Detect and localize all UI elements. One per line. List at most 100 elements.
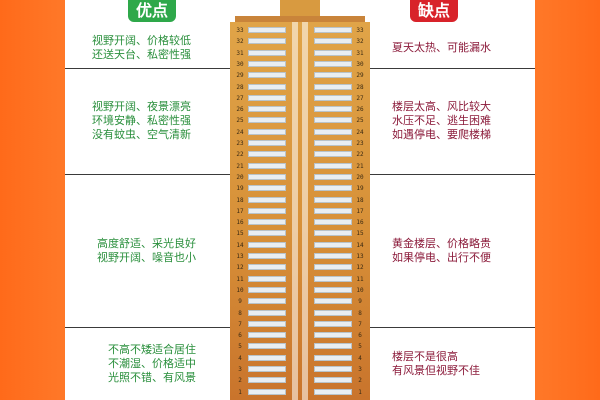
floor-row: 29 29 [230,71,370,80]
window [314,185,352,192]
floor-number: 16 [236,219,244,227]
floor-number: 17 [236,207,244,215]
floor-number: 29 [356,72,364,80]
pros-line: 不高不矮适合居住 [108,343,196,356]
window [314,162,352,169]
window [314,38,352,45]
window [314,241,352,248]
window [248,162,286,169]
floor-number: 16 [356,219,364,227]
window [314,354,352,361]
floor-number: 19 [236,185,244,193]
floor-number: 17 [356,207,364,215]
window [314,320,352,327]
cons-line: 如遇停电、要爬楼梯 [392,128,491,141]
window [248,196,286,203]
pros-section-2: 视野开阔、夜景漂亮 环境安静、私密性强 没有蚊虫、空气清新 [92,100,191,142]
floor-number: 24 [356,128,364,136]
window [314,128,352,135]
window [248,49,286,56]
floor-number: 20 [236,173,244,181]
window [314,332,352,339]
floor-number: 10 [236,286,244,294]
window [248,151,286,158]
window [314,49,352,56]
floor-number: 7 [358,320,362,328]
floor-number: 8 [358,309,362,317]
floor-number: 25 [236,117,244,125]
floor-number: 10 [356,286,364,294]
cons-line: 如果停电、出行不便 [392,251,491,264]
floor-number: 7 [238,320,242,328]
floor-row: 24 24 [230,128,370,137]
floor-number: 2 [358,377,362,385]
floor-number: 15 [356,230,364,238]
cons-line: 黄金楼层、价格略贵 [392,237,491,250]
window [248,219,286,226]
floor-number: 22 [236,151,244,159]
floor-number: 3 [358,366,362,373]
floor-number: 25 [356,117,364,125]
cons-section-3: 黄金楼层、价格略贵 如果停电、出行不便 [392,237,491,265]
floor-row: 30 30 [230,60,370,69]
floor-number: 30 [356,60,364,68]
floor-number: 19 [356,185,364,193]
window [248,298,286,305]
floor-number: 8 [238,309,242,317]
building-crown [280,0,320,18]
building-stripe [302,22,308,400]
floor-number: 18 [236,196,244,204]
window [248,117,286,124]
window [248,128,286,135]
floor-number: 6 [358,332,362,340]
floor-number: 14 [356,241,364,249]
window [248,185,286,192]
pros-header: 优点 [128,0,177,22]
window [314,117,352,124]
pros-line: 不潮湿、价格适中 [108,357,196,370]
window [314,309,352,316]
floor-number: 30 [236,60,244,68]
cons-line: 夏天太热、可能漏水 [392,41,491,54]
window [314,151,352,158]
building-roof [235,16,365,22]
pros-section-4: 不高不矮适合居住 不潮湿、价格适中 光照不错、有风景 [108,343,196,385]
window [314,253,352,259]
floor-number: 12 [236,264,244,272]
window [248,72,286,79]
pros-line: 还送天台、私密性强 [92,48,191,61]
window [314,343,352,350]
floor-number: 18 [356,196,364,204]
floor-number: 5 [358,343,362,351]
cons-section-1: 夏天太热、可能漏水 [392,41,491,55]
window [314,366,352,372]
floor-number: 23 [236,140,244,147]
floor-number: 29 [236,72,244,80]
window [248,388,286,395]
cons-section-2: 楼层太高、风比较大 水压不足、逃生困难 如遇停电、要爬楼梯 [392,100,491,142]
floor-number: 6 [238,332,242,340]
window [314,377,352,384]
window [248,309,286,316]
window [314,173,352,180]
window [314,298,352,305]
window [314,286,352,293]
window [248,27,286,33]
floor-number: 23 [356,140,364,147]
floor-row: 10 10 [230,286,370,295]
pros-line: 视野开阔、噪音也小 [97,251,196,264]
pros-line: 环境安静、私密性强 [92,114,191,127]
floor-number: 24 [236,128,244,136]
